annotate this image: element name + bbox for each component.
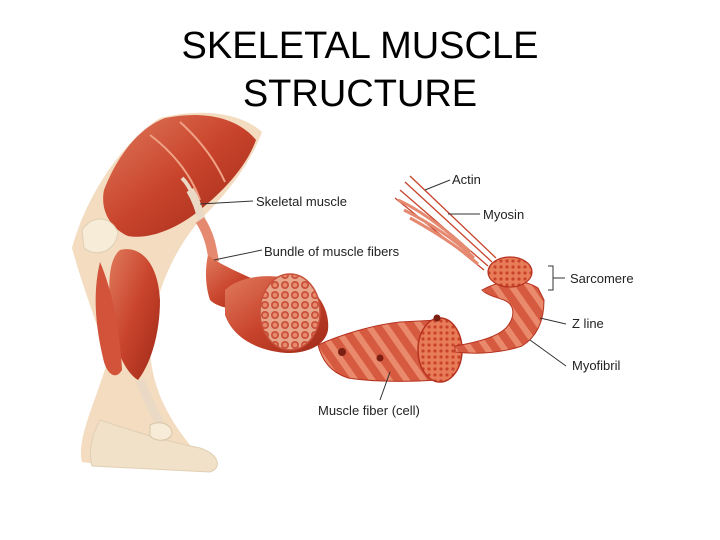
leader-myofibril (529, 339, 567, 367)
leader-muscle-fiber (379, 371, 391, 401)
calf-muscle (109, 249, 160, 380)
fiber-nucleus (338, 348, 346, 356)
leader-bundle (213, 249, 263, 261)
muscle-tendon-strand (195, 217, 219, 263)
thigh-tendon (180, 176, 200, 215)
label-bundle-of-muscle-fibers: Bundle of muscle fibers (264, 244, 400, 259)
leader-sarcomere (548, 265, 565, 291)
thigh-muscle-stripe-2 (179, 121, 226, 183)
leader-actin (424, 179, 451, 191)
label-skeletal-muscle: Skeletal muscle (256, 194, 347, 209)
muscle-fiber-illustration (317, 314, 463, 383)
fiber-body (317, 319, 439, 382)
thigh-muscle (103, 114, 256, 237)
actin-filament-1 (404, 181, 493, 263)
fiber-nucleus-2 (376, 354, 384, 362)
myofibril-body (454, 281, 545, 354)
fiber-end-nucleus (433, 314, 441, 322)
label-myofibril: Myofibril (572, 358, 621, 373)
bundle-cross-section (259, 273, 321, 351)
thigh-muscle-stripe (149, 134, 201, 201)
leader-z-line (539, 317, 567, 325)
title-line-1: SKELETAL MUSCLE (181, 25, 539, 67)
myosin-filament-2 (403, 208, 476, 260)
myosin-filaments (397, 198, 479, 266)
myofibril-cross-section (487, 256, 533, 288)
skeletal-muscle-illustration (195, 217, 329, 354)
label-z-line: Z line (572, 316, 604, 331)
actin-filament-4 (409, 175, 497, 259)
shin-muscle (95, 262, 122, 376)
myosin-filament-3 (409, 216, 479, 266)
myosin-filament-1 (397, 198, 472, 254)
myofibril-illustration (454, 256, 545, 354)
filaments-illustration (394, 175, 497, 271)
leader-skeletal-muscle (199, 200, 254, 205)
label-sarcomere: Sarcomere (570, 271, 634, 286)
slide-title: SKELETAL MUSCLE STRUCTURE (0, 22, 720, 118)
title-line-2: STRUCTURE (242, 73, 478, 115)
knee-bone (81, 218, 119, 254)
leader-lines (199, 179, 567, 401)
ankle-bone (149, 422, 173, 441)
label-actin: Actin (452, 172, 481, 187)
label-myosin: Myosin (483, 207, 524, 222)
actin-filaments (394, 175, 497, 271)
label-muscle-fiber: Muscle fiber (cell) (318, 403, 420, 418)
foot (89, 419, 218, 473)
